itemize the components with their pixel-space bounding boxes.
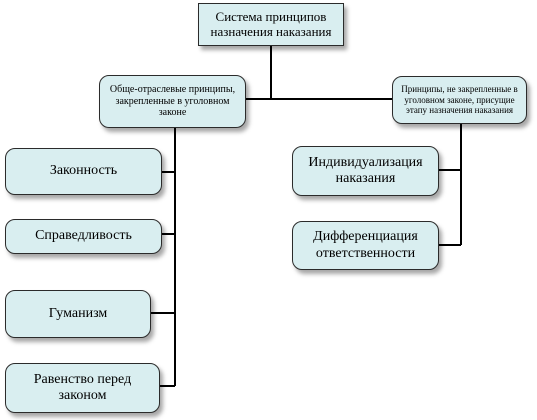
root-node: Система принципов назначения наказания (198, 3, 344, 46)
root-node-label: Система принципов назначения наказания (210, 8, 332, 39)
principle-label: Дифференциация ответственности (313, 229, 418, 261)
right-group-label: Принципы, не закрепленные в уголовном за… (401, 84, 518, 116)
principle-label: Индивидуализация наказания (308, 154, 423, 186)
principle-humanism: Гуманизм (5, 290, 151, 338)
principle-legality: Законность (5, 148, 162, 195)
left-group-label: Обще-отраслевые принципы, закрепленные в… (109, 84, 236, 119)
principle-equality: Равенство перед законом (5, 363, 160, 413)
principle-label: Справедливость (35, 228, 132, 244)
principle-justice: Справедливость (5, 219, 162, 254)
right-group-node: Принципы, не закрепленные в уголовном за… (392, 76, 527, 124)
principle-label: Гуманизм (48, 305, 108, 321)
principle-individualization: Индивидуализация наказания (292, 146, 439, 196)
principle-label: Равенство перед законом (33, 371, 132, 403)
principle-differentiation: Дифференциация ответственности (292, 221, 439, 270)
left-group-node: Обще-отраслевые принципы, закрепленные в… (99, 75, 246, 128)
principle-label: Законность (49, 163, 118, 179)
